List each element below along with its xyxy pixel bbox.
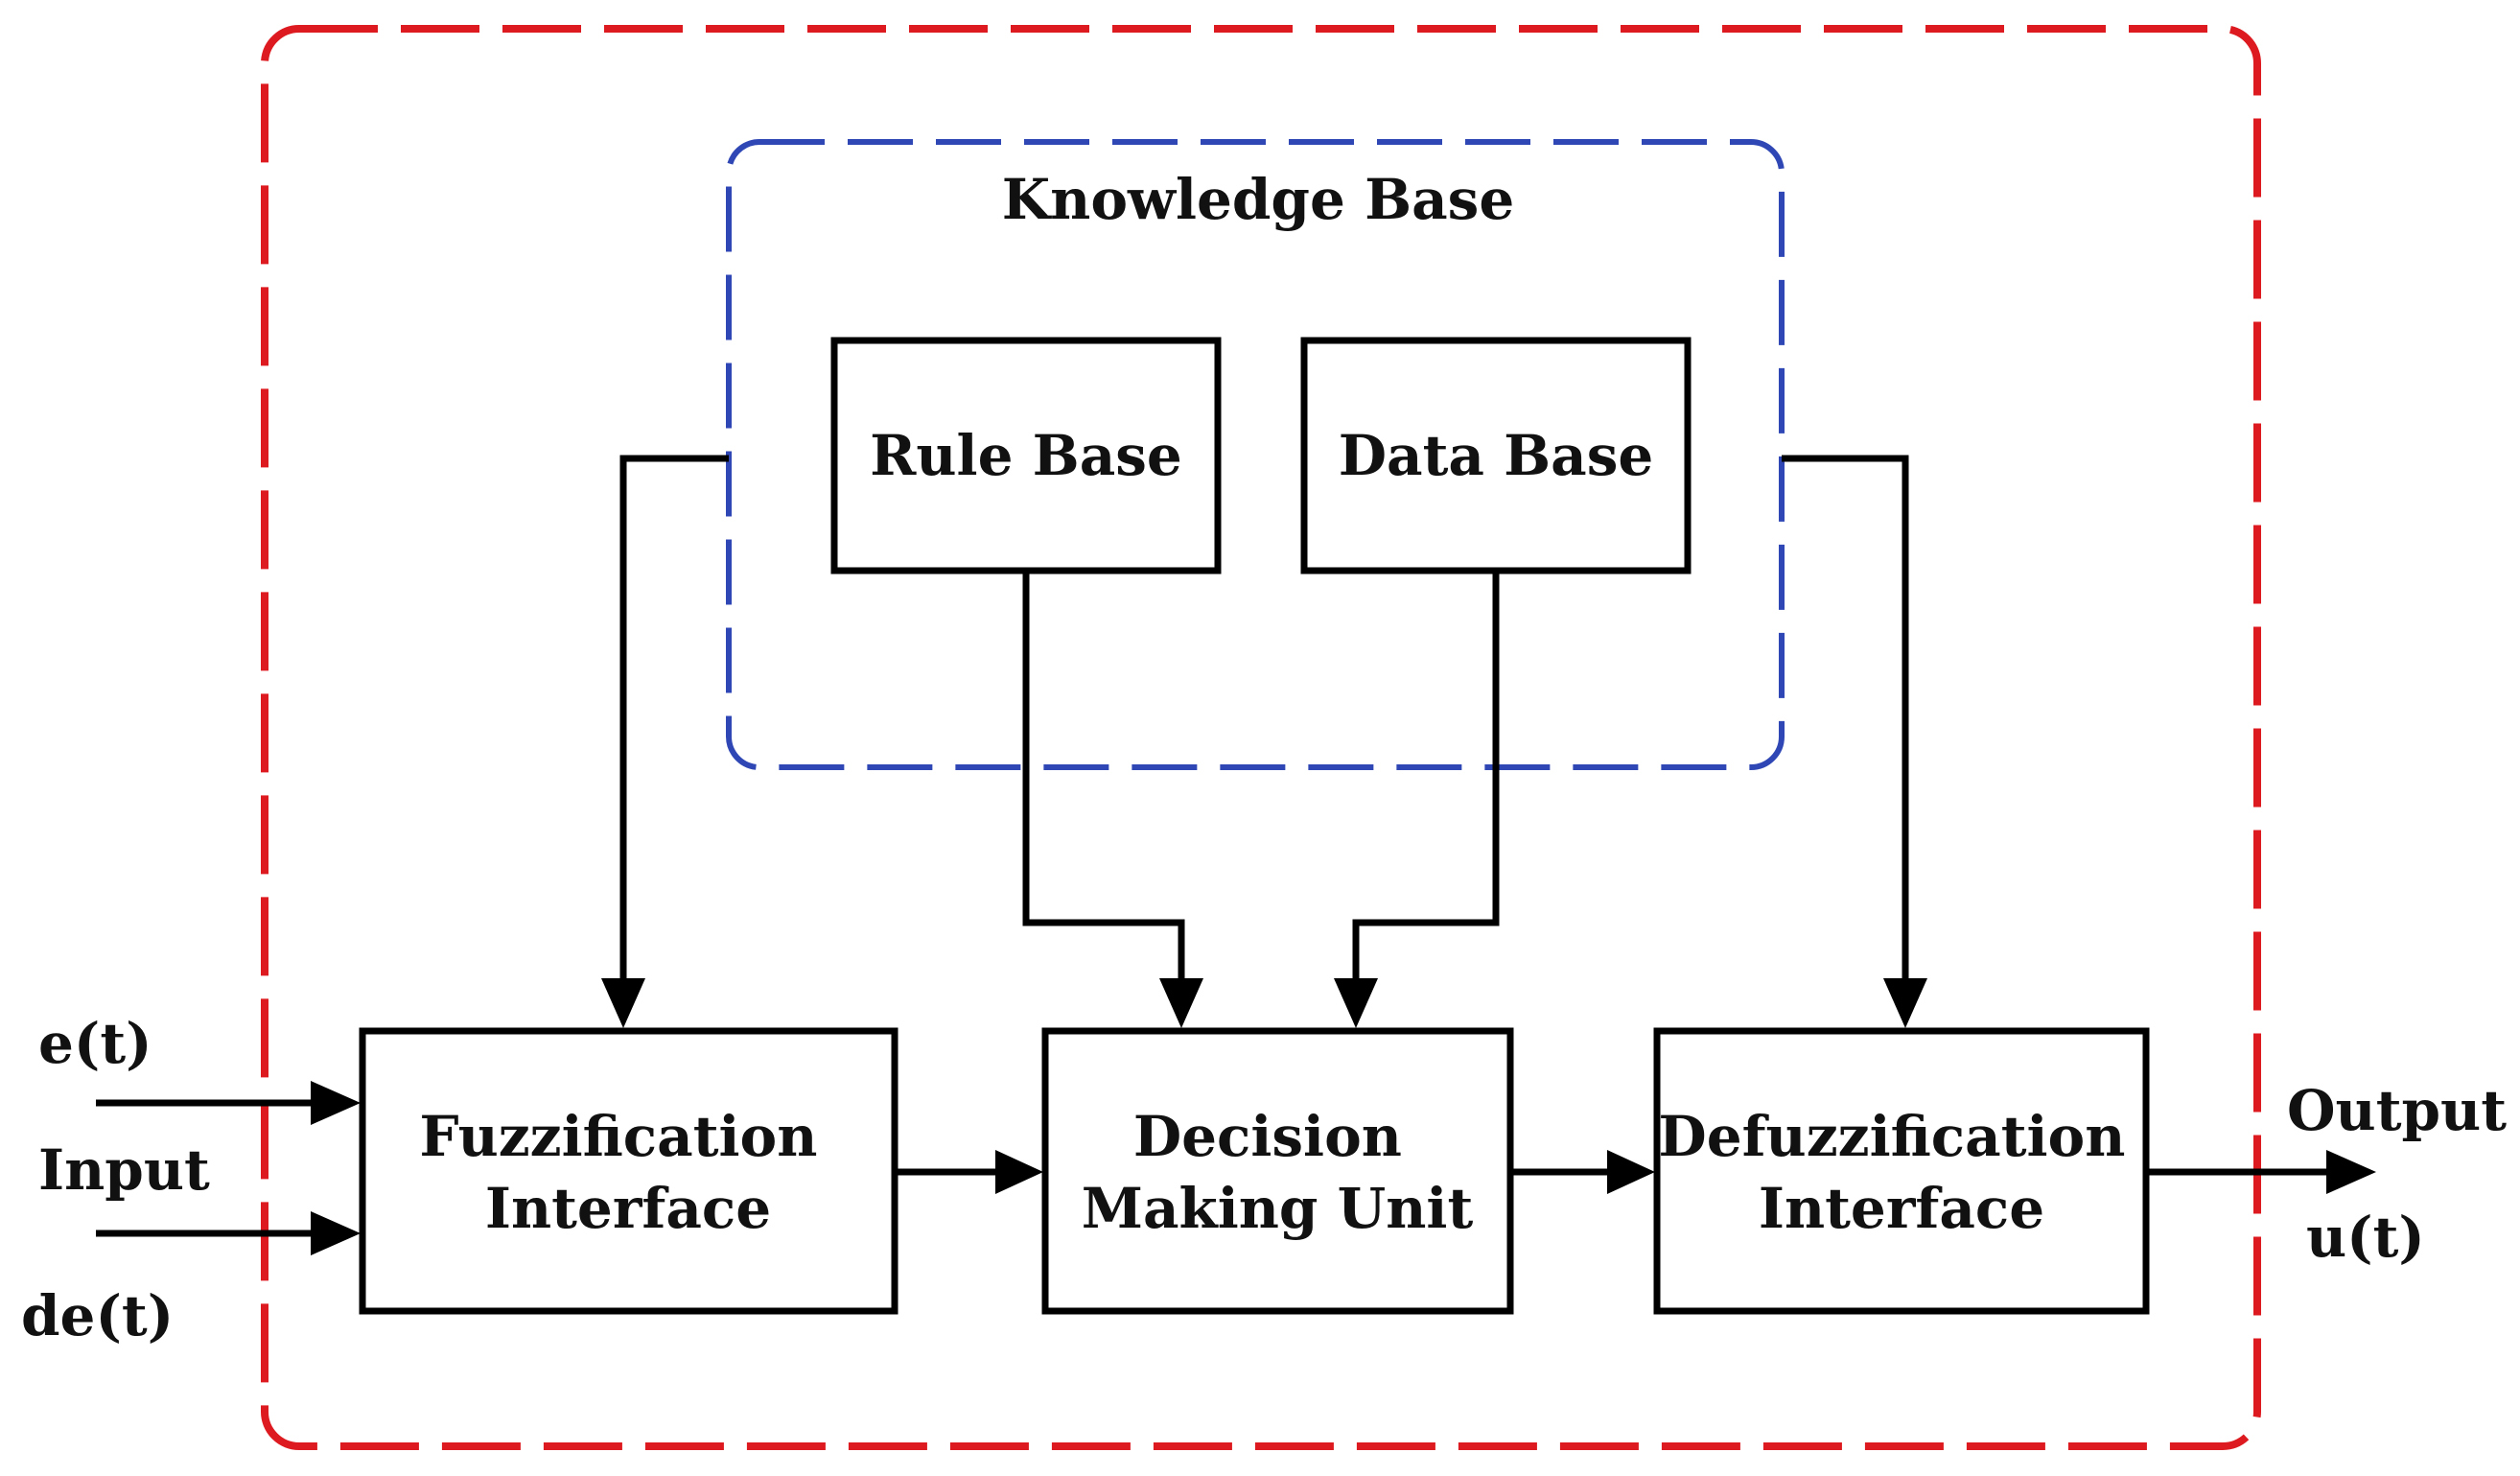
de-input-label: de(t) — [21, 1283, 174, 1348]
fuzzification-to-decision-arrowhead — [995, 1150, 1043, 1194]
rule-base-label: Rule Base — [870, 423, 1182, 488]
data-base-to-decision-line — [1352, 571, 1500, 980]
de-input-arrowhead — [311, 1211, 361, 1255]
data-base-to-decision-arrowhead — [1334, 978, 1378, 1028]
kb-to-defuzzification-line — [1782, 455, 1909, 980]
knowledge-base-title: Knowledge Base — [1002, 167, 1515, 232]
kb-to-defuzzification-arrowhead — [1883, 978, 1927, 1028]
decision-line-1: Decision — [1133, 1104, 1402, 1169]
e-input-arrowhead — [311, 1081, 361, 1125]
u-output-label: u(t) — [2306, 1205, 2425, 1270]
rule-base-box — [830, 337, 1222, 574]
fuzzification-line-2: Interface — [485, 1176, 771, 1241]
fuzzification-box — [359, 1027, 898, 1315]
output-label: Output — [2287, 1078, 2507, 1143]
decision-making-box — [1041, 1027, 1514, 1315]
controller-boundary — [261, 25, 2261, 1450]
rule-base-to-decision-arrowhead — [1159, 978, 1203, 1028]
data-base-box — [1300, 337, 1692, 574]
kb-to-fuzzification-arrowhead — [601, 978, 645, 1028]
defuzzification-line-1: Defuzzification — [1658, 1104, 2125, 1169]
decision-to-defuzzification-arrowhead — [1607, 1150, 1655, 1194]
data-base-label: Data Base — [1339, 423, 1654, 488]
fuzzification-line-1: Fuzzification — [419, 1104, 817, 1169]
fuzzification-label: Fuzzification Interface — [419, 1104, 836, 1241]
e-input-label: e(t) — [38, 1011, 152, 1076]
defuzzification-box — [1653, 1027, 2150, 1315]
kb-to-fuzzification-line — [619, 455, 729, 980]
defuzzification-label: Defuzzification Interface — [1658, 1104, 2144, 1241]
decision-line-2: Making Unit — [1082, 1176, 1474, 1241]
knowledge-base-boundary — [726, 139, 1785, 770]
rule-base-to-decision-line — [1022, 571, 1185, 980]
input-label: Input — [38, 1137, 210, 1203]
decision-making-label: Decision Making Unit — [1082, 1104, 1474, 1241]
defuzzification-line-2: Interface — [1759, 1176, 2044, 1241]
output-arrowhead — [2326, 1150, 2376, 1194]
